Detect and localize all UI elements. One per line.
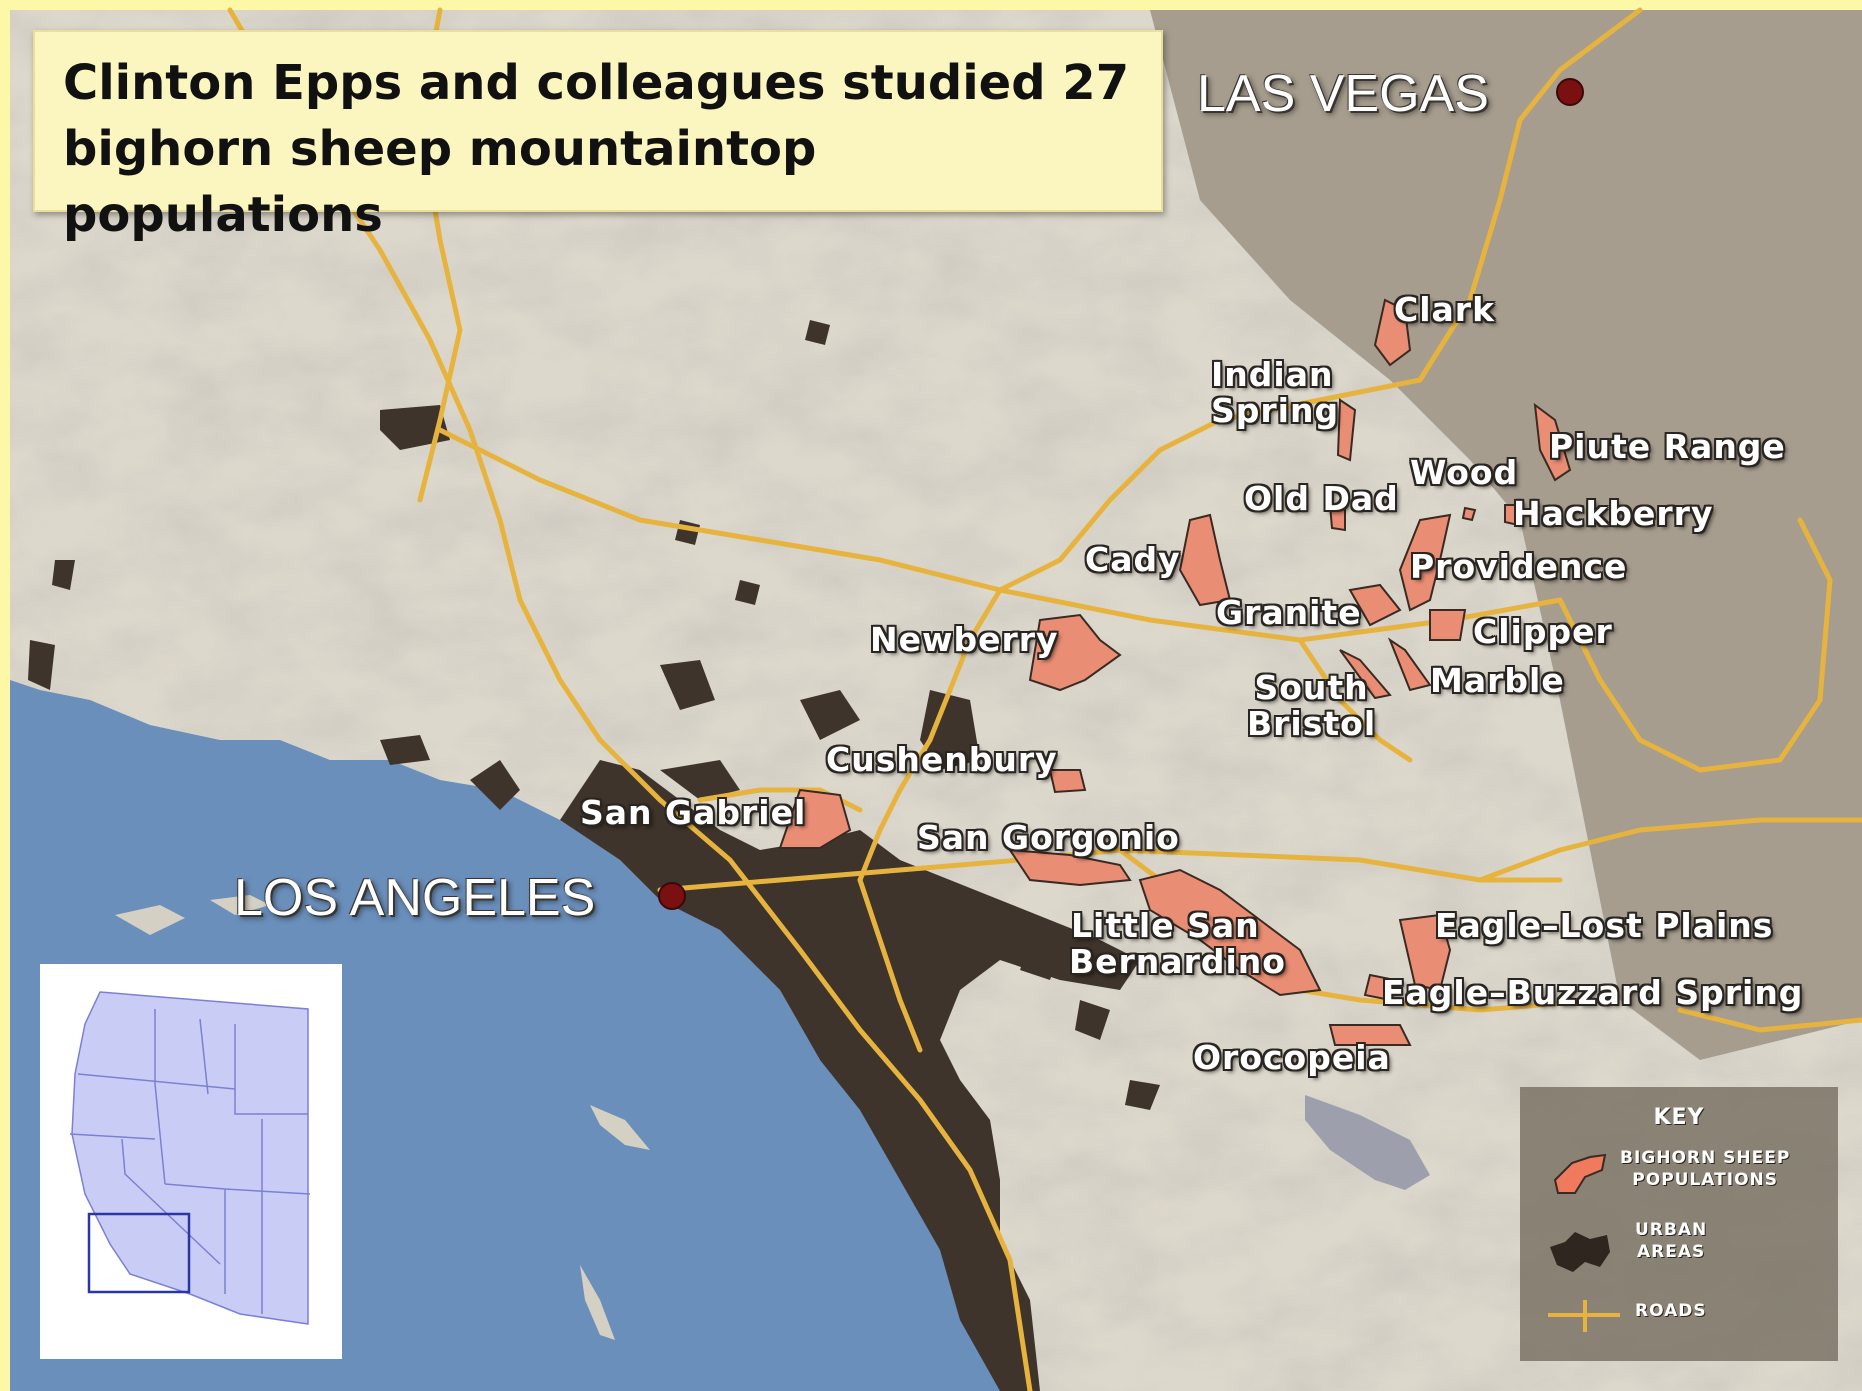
label-san-gabriel: San Gabriel [580, 793, 807, 832]
map-title: Clinton Epps and colleagues studied 27 b… [63, 55, 1130, 243]
sheep-area-granite [1348, 583, 1402, 627]
sheep-area-south-bristol [1339, 649, 1392, 700]
label-providence: Providence [1410, 547, 1628, 586]
label-indian-spring: Indian Spring [1211, 357, 1339, 428]
sheep-area-eagle-buzzard-spring [1363, 973, 1397, 1002]
label-little-san-bernardino-line2: Bernardino [1069, 941, 1286, 981]
sheep-area-old-dad [1328, 504, 1346, 532]
key-sheep-label: BIGHORN SHEEP POPULATIONS [1620, 1148, 1791, 1190]
label-san-gorgonio: San Gorgonio [917, 818, 1180, 857]
roads [227, 7, 1862, 1391]
inset-map [40, 964, 342, 1359]
sheep-area-clark [1373, 298, 1412, 367]
sheep-area-indian-spring [1336, 398, 1357, 462]
key-urban-swatch [1550, 1232, 1610, 1272]
label-eagle-lost-plains: Eagle–Lost Plains [1435, 906, 1774, 945]
label-south-bristol: South Bristol [1247, 670, 1376, 741]
label-newberry: Newberry [870, 620, 1059, 659]
sheep-area-clipper [1429, 609, 1467, 641]
sheep-area-cushenbury [1048, 769, 1087, 794]
inset-map-canvas [69, 991, 311, 1325]
title-box: Clinton Epps and colleagues studied 27 b… [33, 30, 1163, 243]
sheep-area-san-gabriel [778, 788, 852, 849]
label-clark: Clark [1394, 290, 1496, 329]
nevada-region [1150, 10, 1862, 1060]
salton-sea [1305, 1095, 1430, 1190]
key-heading: KEY [1653, 1105, 1705, 1130]
label-piute-range: Piute Range [1549, 427, 1786, 466]
key-urban-label: URBAN AREAS [1635, 1220, 1708, 1262]
sheep-area-hackberry [1504, 504, 1522, 527]
channel-islands [115, 895, 650, 1340]
label-indian-spring-line2: Spring [1211, 390, 1340, 430]
label-indian-spring-line1: Indian [1211, 355, 1334, 394]
label-orocopeia: Orocopeia [1193, 1038, 1391, 1077]
city-label-los-angeles: LOS ANGELES [234, 869, 596, 927]
city-label-las-vegas: LAS VEGAS [1197, 65, 1489, 123]
label-south-bristol-line2: Bristol [1247, 703, 1377, 743]
key-roads-swatch [1548, 1300, 1620, 1332]
label-cady: Cady [1085, 540, 1181, 579]
map-key: KEY BIGHORN SHEEP POPULATIONS URBAN AREA… [1520, 1087, 1838, 1361]
key-sheep-swatch [1553, 1153, 1607, 1194]
label-eagle-buzzard-spring: Eagle–Buzzard Spring [1382, 973, 1804, 1012]
sheep-area-newberry [1028, 613, 1122, 692]
sheep-area-eagle-lost-plains [1398, 913, 1452, 992]
sheep-area-marble [1387, 637, 1432, 692]
las-vegas-marker [1556, 78, 1584, 106]
sheep-area-piute-range [1533, 402, 1572, 482]
label-granite: Granite [1216, 593, 1362, 632]
inset-study-region-box [87, 1212, 191, 1294]
sheep-area-little-san-bernardino [1138, 868, 1322, 997]
key-roads-label: ROADS [1635, 1301, 1707, 1321]
sheep-area-wood [1461, 506, 1477, 522]
label-south-bristol-line1: South [1254, 668, 1369, 707]
label-clipper: Clipper [1473, 612, 1613, 651]
label-cushenbury: Cushenbury [826, 740, 1058, 779]
label-marble: Marble [1430, 661, 1565, 700]
label-old-dad: Old Dad [1244, 479, 1399, 518]
los-angeles-marker [658, 882, 686, 910]
sheep-area-san-gorgonio [1008, 848, 1132, 887]
label-hackberry: Hackberry [1513, 494, 1714, 533]
sheep-area-cady [1178, 513, 1232, 607]
sheep-area-orocopeia [1328, 1024, 1412, 1046]
urban-areas [28, 320, 1160, 1391]
label-wood: Wood [1410, 453, 1519, 492]
sheep-population-areas [778, 298, 1572, 1046]
sheep-area-providence [1398, 513, 1452, 612]
label-little-san-bernardino-line1: Little San [1071, 906, 1260, 945]
label-little-san-bernardino: Little San Bernardino [1069, 908, 1286, 979]
inset-western-us [71, 991, 309, 1325]
